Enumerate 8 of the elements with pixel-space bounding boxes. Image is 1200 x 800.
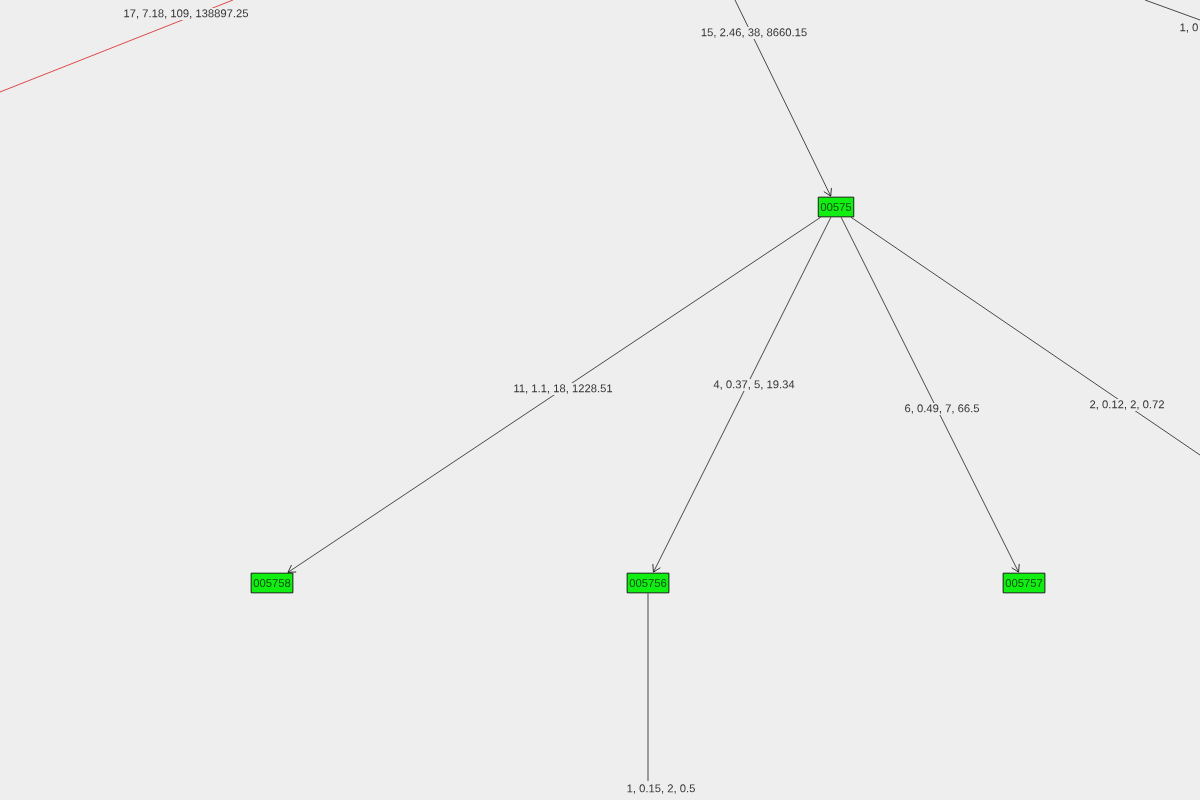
arrow [652,216,832,573]
node-box: 00575 [817,196,855,218]
node-box: 005756 [626,572,670,594]
arrow [734,0,832,197]
arrow [840,216,1020,573]
arrow [287,216,822,573]
node-box: 005758 [250,572,294,594]
node-box: 005757 [1002,572,1046,594]
